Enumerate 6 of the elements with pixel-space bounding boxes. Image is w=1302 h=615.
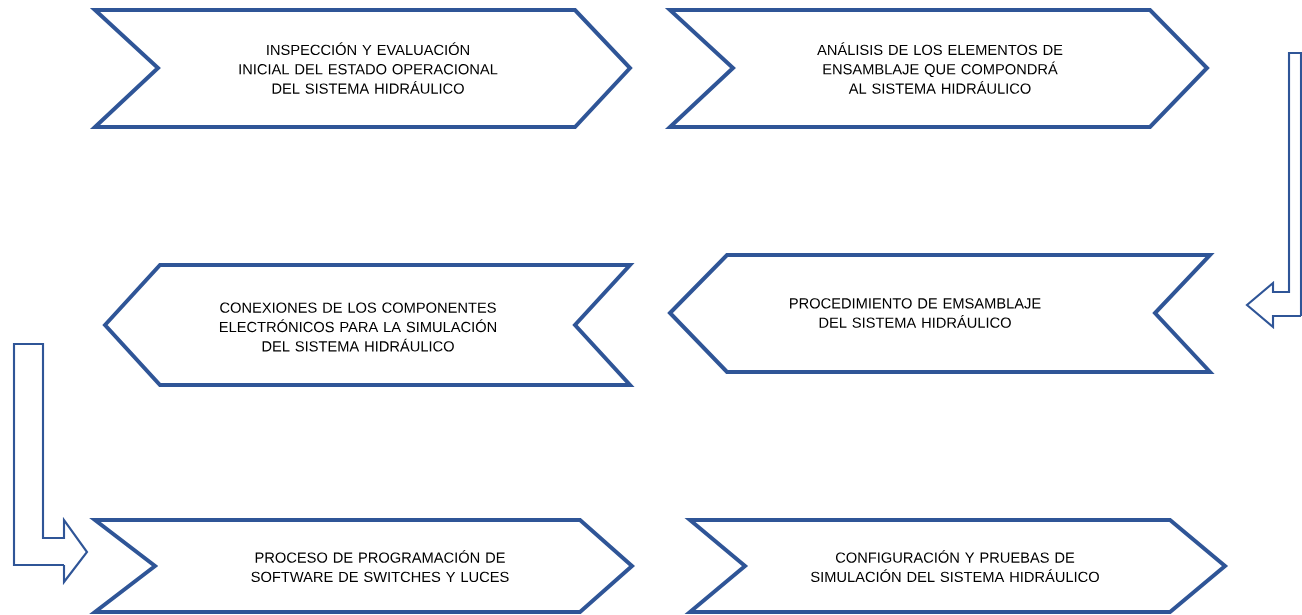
chevron: ANÁLISIS DE LOS ELEMENTOS DE ENSAMBLAJE QUE COMPONDRÁ AL SISTEMA HIDRÁULICO <box>664 8 1210 129</box>
chevron: PROCESO DE PROGRAMACIÓN DE SOFTWARE DE SWITCHES Y LUCES <box>89 518 636 614</box>
chevron: CONFIGURACIÓN Y PRUEBAS DE SIMULACIÓN DEL SISTEMA HIDRÁULICO <box>684 518 1229 614</box>
block-arrow <box>1245 51 1302 330</box>
chevron: INSPECCIÓN Y EVALUACIÓN INICIAL DEL ESTADO OPERACIONAL DEL SISTEMA HIDRÁULICO <box>89 8 633 129</box>
block-arrow <box>12 342 89 586</box>
